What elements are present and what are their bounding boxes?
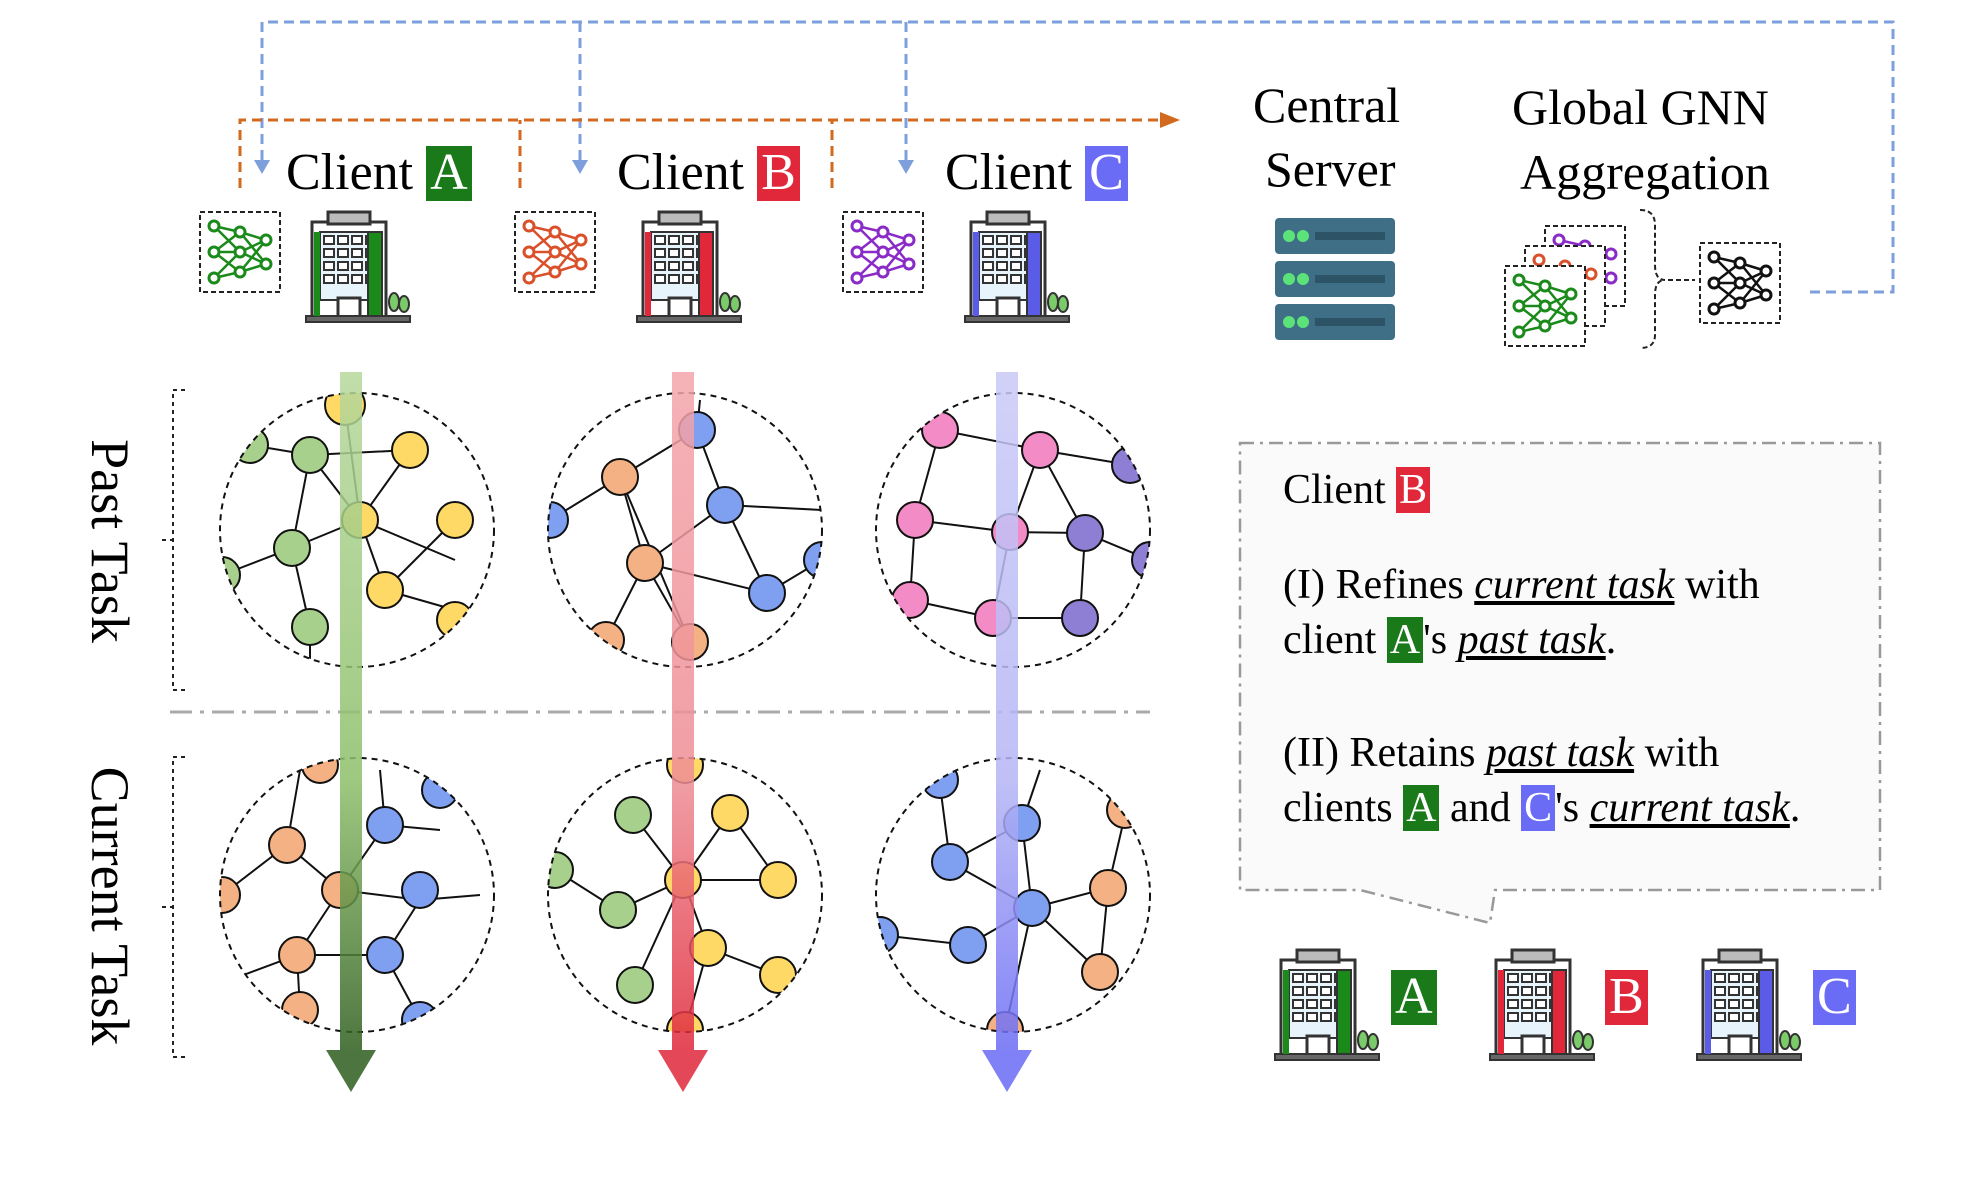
upload-arrowhead [1160, 112, 1180, 128]
aggregation-label-line2: Aggregation [1520, 144, 1770, 200]
client-c-arrow [982, 372, 1032, 1092]
client-a-arrow [326, 372, 376, 1092]
callout-line-3: (II) Retains past task with [1283, 726, 1719, 781]
bottom-badge-c: C [1813, 969, 1856, 1025]
callout-text: . [1789, 785, 1801, 831]
callout-text: client [1283, 617, 1387, 663]
aggregation-label-line1: Global GNN [1512, 79, 1769, 135]
client-b-label: Client B [617, 144, 800, 201]
callout-text: . [1605, 617, 1617, 663]
callout-box [1238, 441, 1882, 925]
callout-text: (II) Retains [1283, 730, 1486, 776]
callout-emph: past task [1457, 617, 1606, 663]
row-brackets [162, 389, 185, 1058]
feedback-arrows [260, 20, 1895, 294]
neural-net-icon [842, 211, 924, 293]
server-icon [1275, 218, 1395, 340]
client-label-text: Client [617, 144, 745, 201]
graph-past-c [875, 392, 1151, 668]
past-task-label: Past Task [80, 439, 140, 643]
client-b-arrow [658, 372, 708, 1092]
callout-text: (I) Refines [1283, 562, 1475, 608]
callout-line-2: client A's past task. [1283, 613, 1616, 668]
callout-text: with [1674, 562, 1760, 608]
callout-text: 's [1555, 785, 1590, 831]
global-model-icon [1699, 242, 1781, 324]
client-label-text: Client [945, 144, 1073, 201]
callout-badge: C [1521, 785, 1556, 832]
neural-net-icon [514, 211, 596, 293]
building-icon [1488, 948, 1596, 1062]
server-label-line1: Central [1253, 77, 1401, 133]
callout-text: and [1439, 785, 1522, 831]
client-c-label: Client C [945, 144, 1128, 201]
current-task-label: Current Task [80, 766, 140, 1046]
feedback-arrowheads [254, 160, 914, 174]
bottom-badge-a: A [1391, 969, 1437, 1025]
callout-emph: past task [1485, 730, 1635, 776]
building-icon [1273, 948, 1381, 1062]
building-icon [1695, 948, 1803, 1062]
client-a-label: Client A [286, 144, 472, 201]
callout-client-text: Client [1283, 467, 1386, 513]
building-icon [963, 210, 1071, 324]
upload-arrows [238, 118, 1163, 188]
aggregation-stack [1504, 209, 1695, 349]
neural-net-icon [199, 211, 281, 293]
client-badge: A [426, 145, 472, 201]
client-badge: C [1085, 145, 1128, 201]
building-icon [304, 210, 412, 324]
callout-line-4: clients A and C's current task. [1283, 781, 1800, 836]
callout-client-badge: B [1396, 467, 1431, 514]
callout-title: Client B [1283, 463, 1431, 518]
callout-badge: A [1386, 617, 1424, 664]
callout-badge: A [1403, 785, 1440, 832]
callout-emph: current task [1474, 562, 1675, 608]
client-badge: B [757, 145, 800, 201]
callout-emph: current task [1589, 785, 1790, 831]
bottom-badge-b: B [1605, 969, 1648, 1025]
callout-line-1: (I) Refines current task with [1283, 558, 1760, 613]
callout-text: clients [1283, 785, 1404, 831]
building-icon [635, 210, 743, 324]
callout-text: 's [1423, 617, 1458, 663]
server-label-line2: Server [1265, 141, 1396, 197]
callout-text: with [1634, 730, 1720, 776]
client-label-text: Client [286, 144, 414, 201]
